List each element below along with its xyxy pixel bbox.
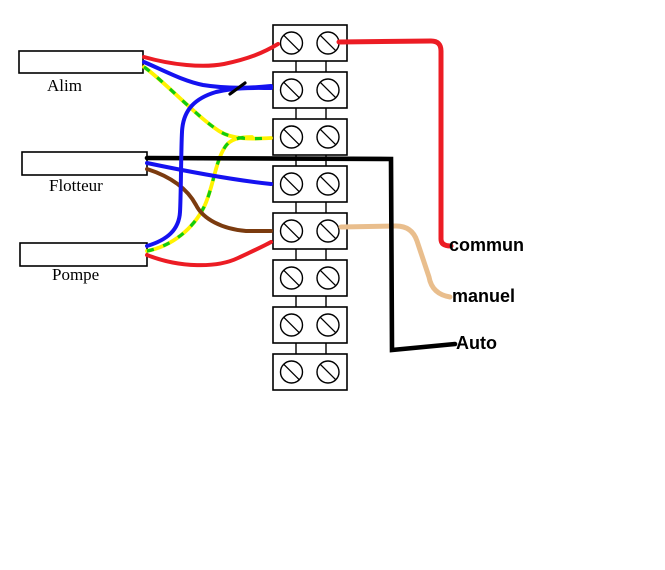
wire-alim-earth-green [143, 65, 272, 141]
screw-slot-icon [319, 175, 337, 193]
screw-slot-icon [283, 175, 300, 193]
screw-slot-icon [283, 34, 300, 52]
screw-slot-icon [283, 128, 300, 146]
wires [142, 38, 458, 353]
screw-slot-icon [283, 316, 300, 334]
flotteur-label: Flotteur [49, 176, 103, 195]
pompe-label: Pompe [52, 265, 100, 284]
wire-pompe-earth-yellow [145, 135, 254, 253]
alim-box [18, 50, 144, 74]
wire-alim-live [142, 42, 280, 68]
wire-flotteur-auto [144, 155, 458, 353]
screw-slot-icon [283, 363, 300, 381]
screw-slot-icon [319, 222, 337, 240]
alim-label: Alim [47, 76, 82, 95]
wire-flotteur-neutral [145, 161, 273, 186]
wire-flotteur-brown [145, 167, 273, 233]
terminal-strip [272, 24, 348, 391]
wire-pompe-earth-green [146, 135, 253, 253]
screw-slot-icon [319, 81, 337, 99]
screw-slot-icon [319, 269, 337, 287]
wire-alim-earth-yellow [142, 65, 273, 141]
device-boxes [18, 50, 148, 267]
pompe-box [19, 242, 148, 267]
wire-pompe-neutral [145, 85, 273, 248]
commun-label: commun [449, 235, 525, 255]
screw-slot-icon [319, 128, 337, 146]
screw-slot-icon [283, 222, 300, 240]
wire-commun-link [336, 38, 454, 249]
screw-slot-icon [319, 34, 337, 52]
wire-manuel-link [338, 223, 453, 300]
screw-slot-icon [283, 81, 300, 99]
wire-pompe-live [145, 240, 273, 268]
screw-slot-icon [319, 363, 337, 381]
flotteur-box [21, 151, 148, 176]
manuel-label: manuel [452, 286, 516, 306]
stray-mark [228, 81, 247, 96]
screw-slot-icon [283, 269, 300, 287]
auto-label: Auto [456, 333, 497, 353]
screw-slot-icon [319, 316, 337, 334]
